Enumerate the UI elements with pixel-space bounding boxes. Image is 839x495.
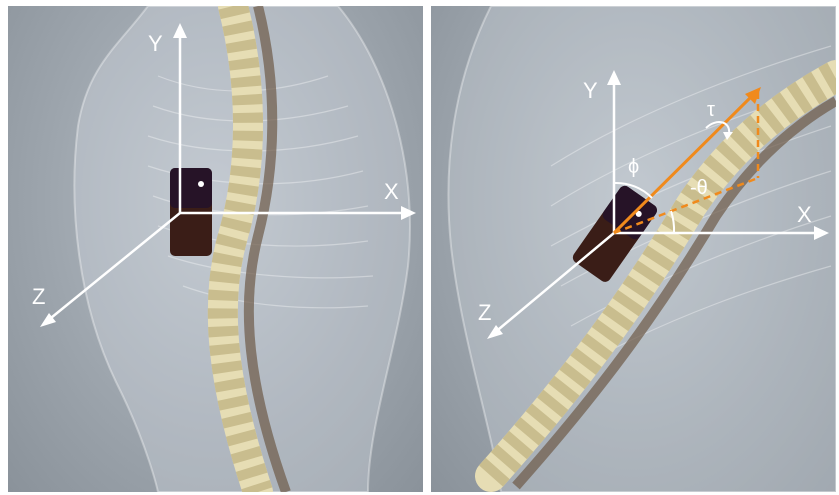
right-image-panel: ϕ -θ τ Y X Z — [431, 6, 836, 492]
y-axis-label: Y — [583, 78, 598, 103]
y-axis-label: Y — [148, 31, 163, 56]
phi-label: ϕ — [628, 156, 639, 178]
x-axis-label: X — [384, 179, 399, 204]
torso-silhouette — [448, 6, 836, 492]
tau-label: τ — [707, 99, 715, 121]
x-axis-label: X — [797, 202, 812, 227]
theta-label: -θ — [690, 177, 708, 199]
right-scene: ϕ -θ τ Y X Z — [431, 6, 836, 492]
left-image-panel: Y X Z — [8, 6, 423, 492]
z-axis-label: Z — [478, 300, 491, 325]
z-axis-label: Z — [32, 284, 45, 309]
left-scene: Y X Z — [8, 6, 423, 492]
